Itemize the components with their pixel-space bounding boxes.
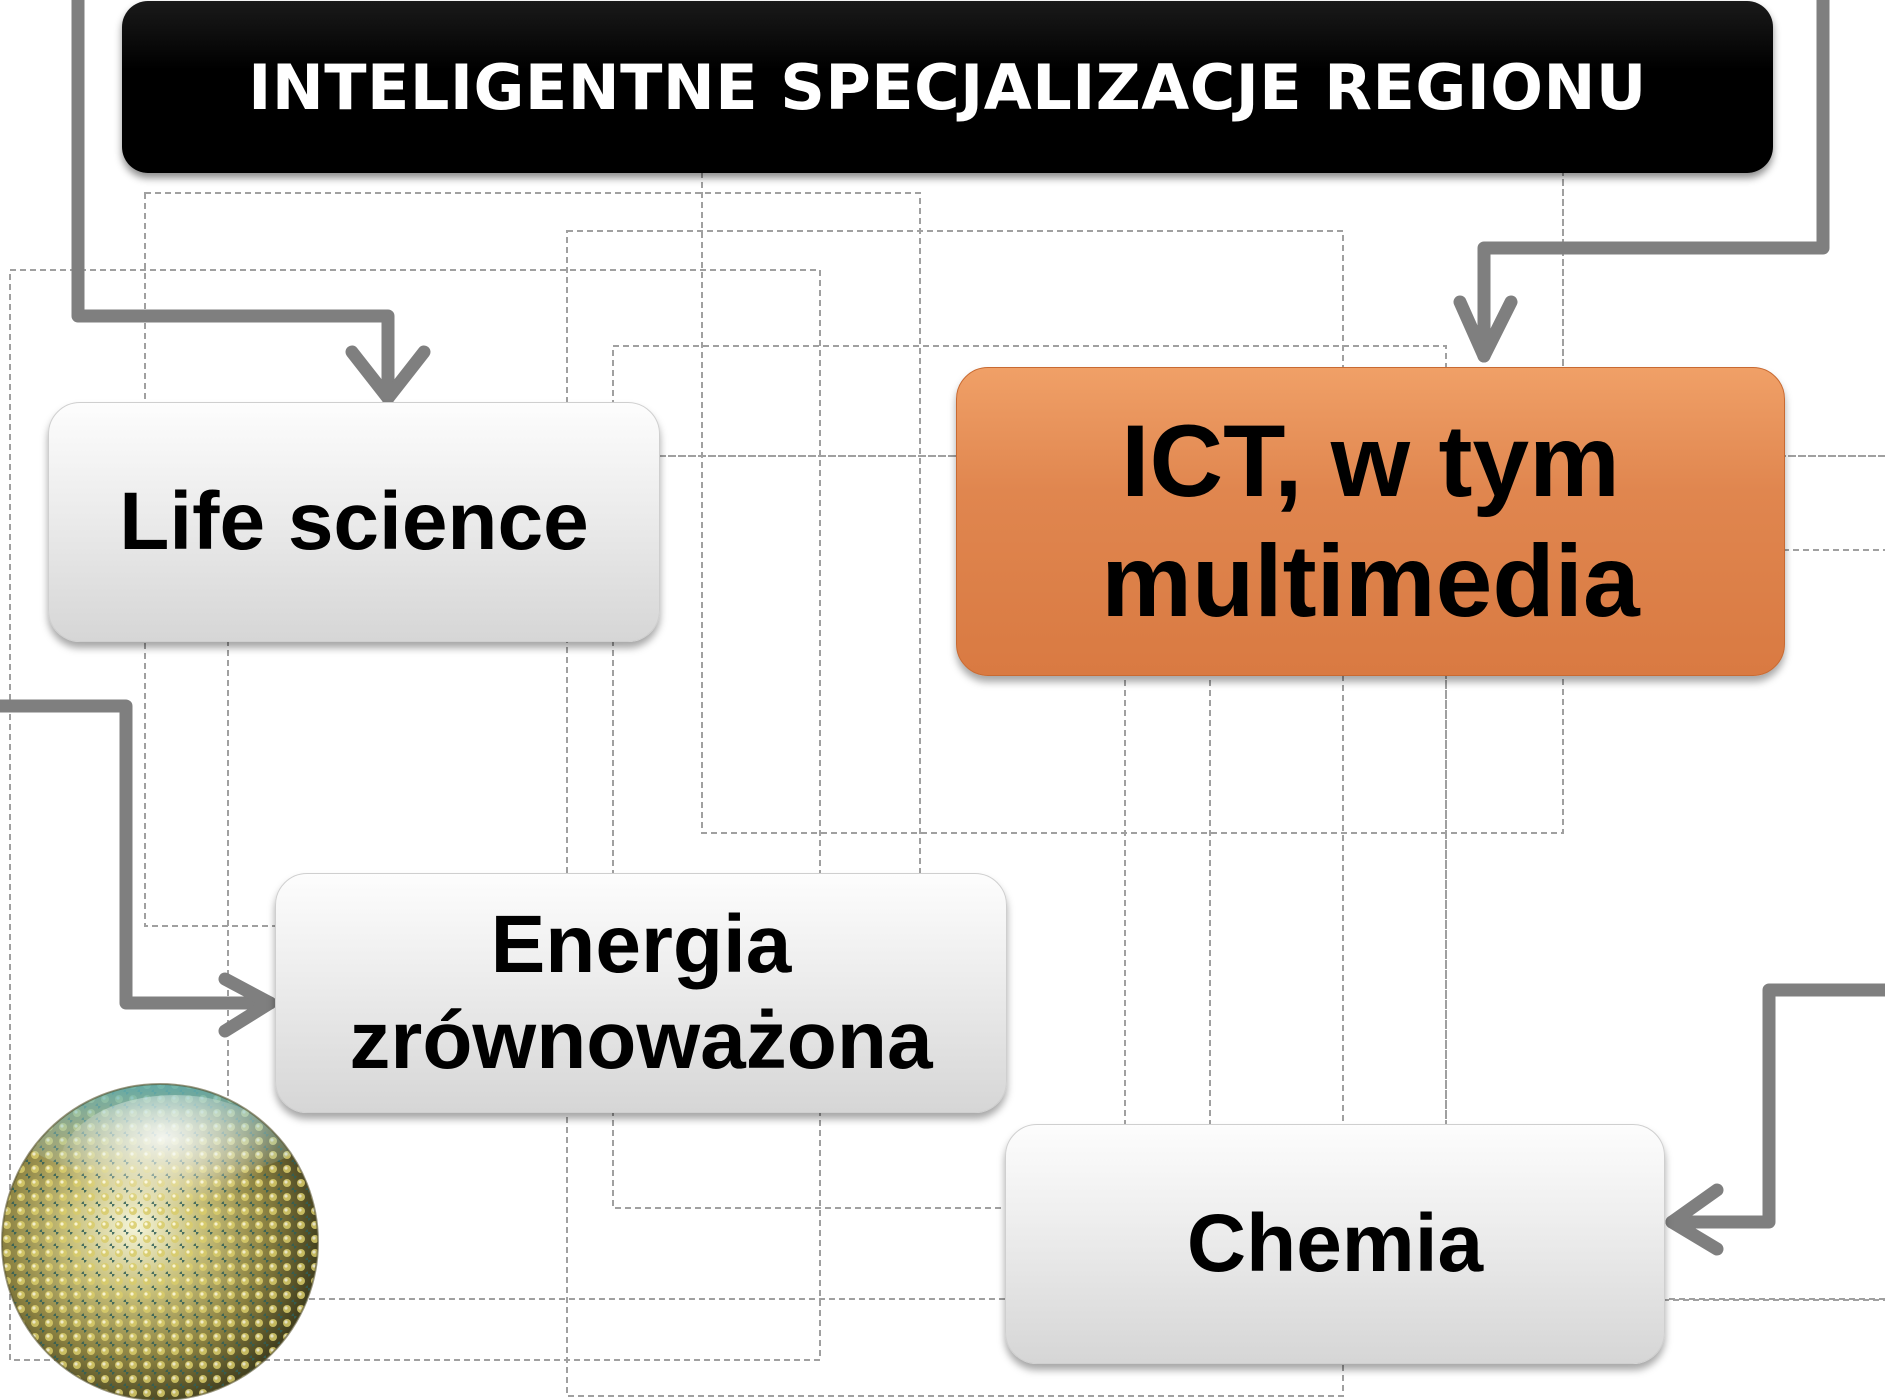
globe-illustration [1, 1083, 319, 1400]
node-chemistry-label: Chemia [1186, 1198, 1484, 1290]
node-chemistry: Chemia [1005, 1124, 1665, 1364]
node-energy-label: Energia zrównoważona [349, 897, 932, 1089]
node-energy-label-line2: zrównoważona [349, 995, 933, 1086]
node-ict-label: ICT, w tym multimedia [1101, 402, 1639, 641]
node-energy-label-line1: Energia [490, 899, 792, 991]
node-life-science-label: Life science [119, 476, 589, 568]
node-ict-label-line2: multimedia [1101, 523, 1640, 638]
node-ict-multimedia: ICT, w tym multimedia [956, 367, 1785, 676]
node-ict-label-line1: ICT, w tym [1121, 404, 1620, 519]
node-energy: Energia zrównoważona [275, 873, 1007, 1113]
node-life-science: Life science [48, 402, 660, 642]
connector-arrows [0, 0, 1885, 1256]
header-title: INTELIGENTNE SPECJALIZACJE REGIONU [248, 50, 1647, 124]
header-banner: INTELIGENTNE SPECJALIZACJE REGIONU [122, 1, 1773, 173]
